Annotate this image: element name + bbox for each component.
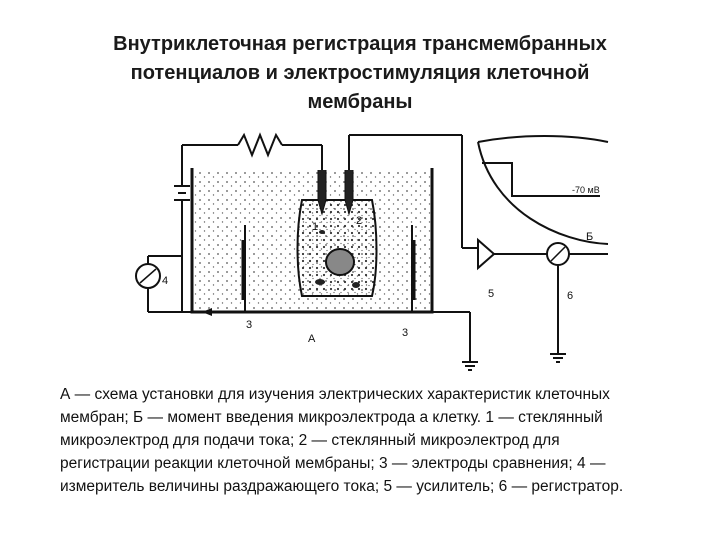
label-recorder-6: 6	[567, 290, 573, 302]
arrow-head	[202, 308, 212, 316]
recorder	[546, 242, 608, 354]
title-line: потенциалов и электростимуляция клеточно…	[130, 62, 590, 84]
oscilloscope-display	[477, 135, 609, 245]
label-section-a: А	[308, 333, 316, 345]
caption-line: А — схема установки для изучения электри…	[60, 386, 610, 403]
ground-symbol	[550, 353, 566, 363]
stimulation-circuit	[166, 132, 323, 313]
label-electrode-1: 1	[312, 221, 318, 233]
title-line: Внутриклеточная регистрация трансмембран…	[113, 33, 607, 55]
caption-line: микроэлектрод для подачи тока; 2 — стекл…	[60, 432, 560, 449]
recording-circuit	[348, 134, 478, 362]
slide-title: Внутриклеточная регистрация трансмембран…	[40, 30, 680, 117]
label-voltage: -70 мВ	[572, 185, 600, 195]
caption-line: регистрации реакции клеточной мембраны; …	[60, 455, 606, 472]
title-line: мембраны	[307, 91, 413, 113]
label-electrode-2: 2	[356, 215, 362, 227]
label-meter-4: 4	[162, 275, 168, 287]
cell-nucleus	[325, 248, 355, 276]
figure-caption: А — схема установки для изучения электри…	[60, 383, 700, 498]
caption-line: мембран; Б — момент введения микроэлектр…	[60, 409, 603, 426]
microelectrode-2	[344, 170, 354, 216]
cell	[296, 199, 378, 297]
label-section-b: Б	[586, 231, 593, 243]
caption-line: измеритель величины раздражающего тока; …	[60, 478, 624, 495]
label-electrode-3-right: 3	[402, 327, 408, 339]
microelectrode-1	[317, 170, 327, 216]
amplifier	[477, 237, 548, 271]
current-meter	[135, 255, 182, 313]
reference-electrode-left	[241, 225, 246, 312]
ground-symbol	[462, 361, 478, 371]
reference-electrode-right	[411, 225, 416, 312]
label-amplifier-5: 5	[488, 288, 494, 300]
label-electrode-3-left: 3	[246, 319, 252, 331]
